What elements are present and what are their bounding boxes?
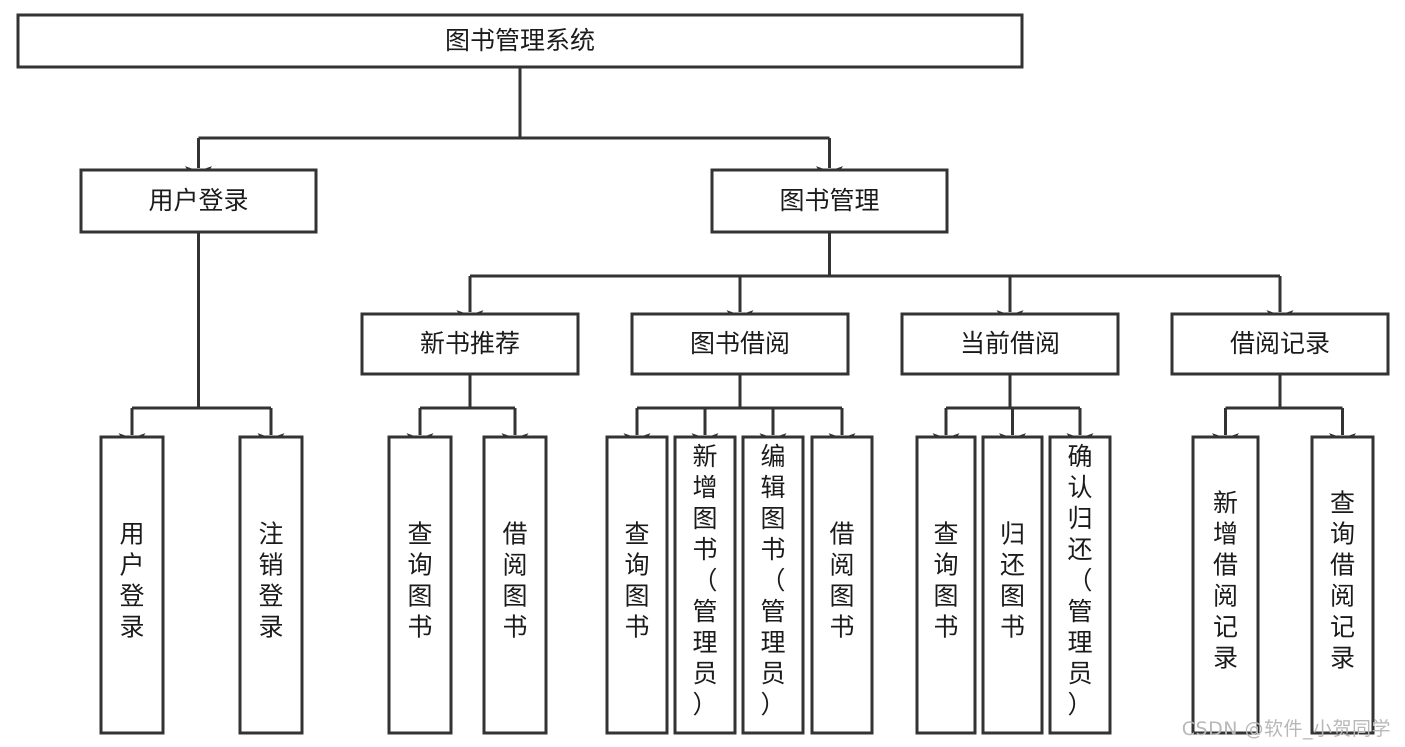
node-label: 确认归还（管理员） [1067, 442, 1092, 719]
node-box [1310, 435, 1375, 735]
node-leaf-查询图书[interactable]: 查询图书 [605, 435, 669, 735]
node-leaf-新增借阅记录[interactable]: 新增借阅记录 [1191, 435, 1260, 735]
node-layer: 图书管理系统用户登录图书管理新书推荐图书借阅当前借阅借阅记录用户登录注销登录查询… [16, 13, 1390, 735]
node-leaf-用户登录[interactable]: 用户登录 [99, 435, 165, 735]
node-label: 图书借阅 [690, 329, 790, 358]
node-label: 新增借阅记录 [1213, 489, 1238, 673]
node-box [1048, 435, 1112, 735]
node-leaf-查询图书[interactable]: 查询图书 [387, 435, 453, 735]
node-label: 查询图书 [407, 520, 432, 642]
node-label: 借阅图书 [502, 520, 527, 642]
node-box [238, 435, 304, 735]
node-level3-借阅记录[interactable]: 借阅记录 [1170, 312, 1390, 376]
node-label: 图书管理 [779, 186, 879, 215]
node-label: 借阅图书 [829, 520, 854, 642]
node-box [810, 435, 874, 735]
node-level2-用户登录[interactable]: 用户登录 [79, 168, 318, 234]
node-box [741, 435, 805, 735]
node-leaf-新增图书管理员[interactable]: 新增图书（管理员） [673, 435, 737, 735]
node-label: 图书管理系统 [445, 26, 595, 55]
node-leaf-借阅图书[interactable]: 借阅图书 [810, 435, 874, 735]
node-box [710, 168, 949, 234]
node-leaf-编辑图书管理员[interactable]: 编辑图书（管理员） [741, 435, 805, 735]
node-level2-图书管理[interactable]: 图书管理 [710, 168, 949, 234]
node-label: 借阅记录 [1230, 329, 1330, 358]
connector-layer [118, 67, 1356, 455]
node-box [673, 435, 737, 735]
node-label: 查询图书 [624, 520, 649, 642]
node-level3-当前借阅[interactable]: 当前借阅 [900, 312, 1120, 376]
node-label: 查询图书 [933, 520, 958, 642]
node-leaf-注销登录[interactable]: 注销登录 [238, 435, 304, 735]
node-box [99, 435, 165, 735]
node-box [1191, 435, 1260, 735]
node-label: 新增图书（管理员） [692, 442, 717, 719]
node-box [387, 435, 453, 735]
node-box [605, 435, 669, 735]
node-leaf-查询借阅记录[interactable]: 查询借阅记录 [1310, 435, 1375, 735]
node-box [915, 435, 977, 735]
node-leaf-借阅图书[interactable]: 借阅图书 [482, 435, 548, 735]
node-label: 查询借阅记录 [1330, 489, 1355, 673]
node-label: 归还图书 [1000, 520, 1025, 642]
node-label: 当前借阅 [960, 329, 1060, 358]
node-label: 用户登录 [148, 186, 248, 215]
node-label: 注销登录 [258, 520, 283, 642]
node-level3-新书推荐[interactable]: 新书推荐 [360, 312, 580, 376]
node-label: 用户登录 [119, 520, 144, 642]
node-label: 新书推荐 [420, 329, 520, 358]
node-box [79, 168, 318, 234]
node-label: 编辑图书（管理员） [760, 442, 785, 719]
node-leaf-查询图书[interactable]: 查询图书 [915, 435, 977, 735]
node-box [981, 435, 1044, 735]
node-box [900, 312, 1120, 376]
node-box [482, 435, 548, 735]
node-leaf-确认归还管理员[interactable]: 确认归还（管理员） [1048, 435, 1112, 735]
node-root-图书管理系统[interactable]: 图书管理系统 [16, 13, 1024, 69]
node-box [16, 13, 1024, 69]
node-box [1170, 312, 1390, 376]
node-level3-图书借阅[interactable]: 图书借阅 [630, 312, 850, 376]
node-box [360, 312, 580, 376]
node-box [630, 312, 850, 376]
node-leaf-归还图书[interactable]: 归还图书 [981, 435, 1044, 735]
